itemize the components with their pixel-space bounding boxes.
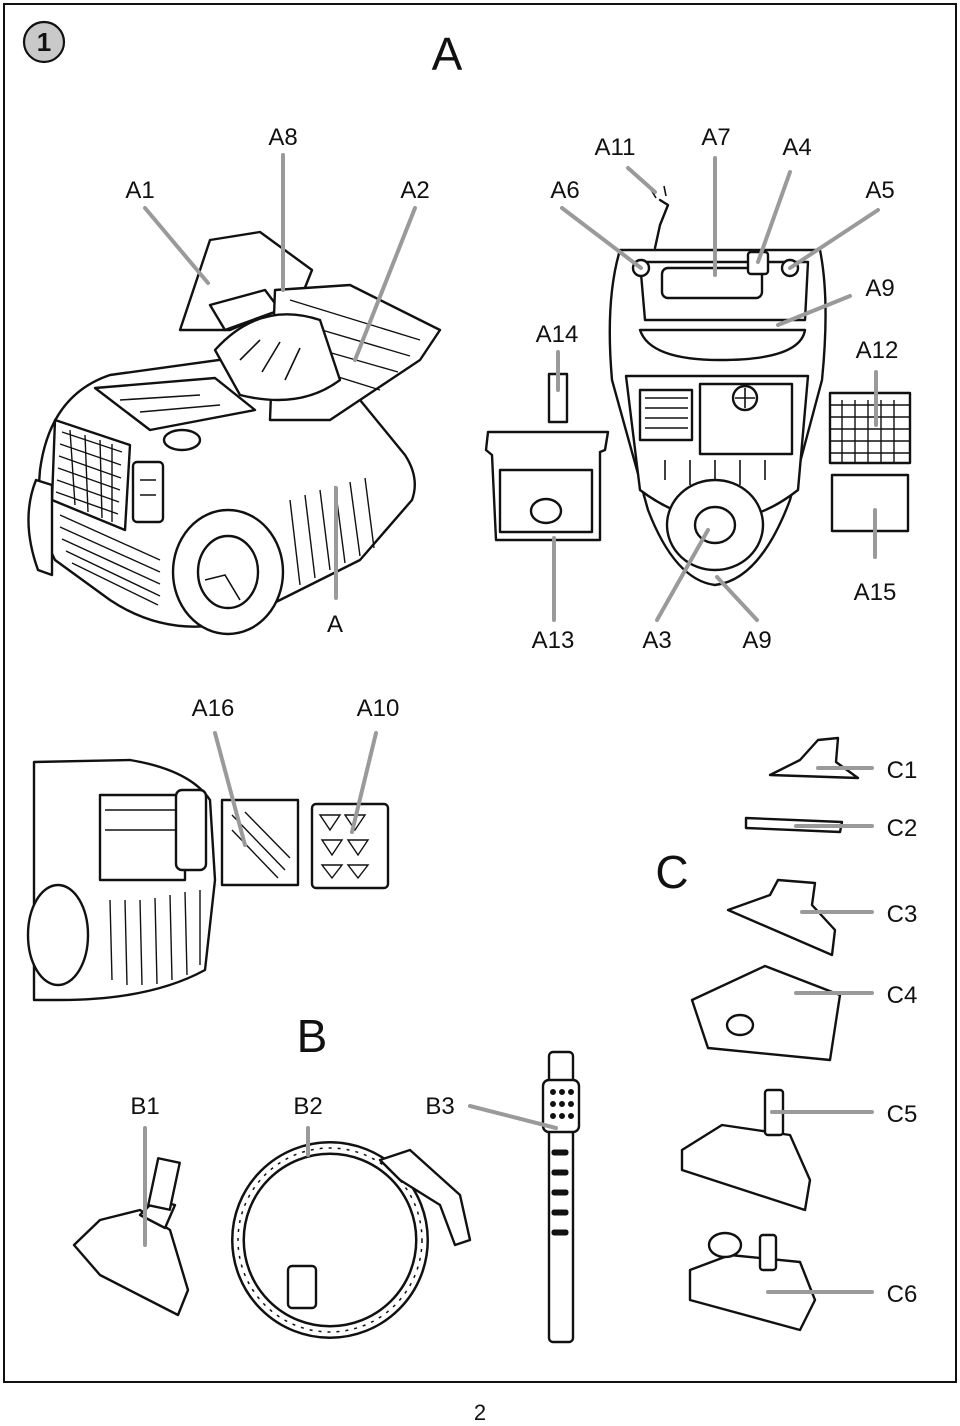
label-c1: C1 [887, 757, 918, 784]
label-c4: C4 [887, 982, 918, 1009]
label-a15: A15 [854, 579, 897, 606]
label-b1: B1 [130, 1093, 159, 1120]
vacuum-bottom-view-illustration [608, 185, 827, 587]
figure-badge-number: 1 [37, 27, 51, 57]
label-a7: A7 [701, 124, 730, 151]
label-c5: C5 [887, 1101, 918, 1128]
label-a13: A13 [532, 627, 575, 654]
figure-badge: 1 [22, 20, 66, 64]
filter-illustrations [828, 391, 912, 533]
label-a: A [327, 611, 343, 638]
tube-b3-illustration [541, 1050, 581, 1344]
label-a2: A2 [400, 177, 429, 204]
label-a3: A3 [642, 627, 671, 654]
label-a9-top: A9 [865, 275, 894, 302]
label-a5: A5 [865, 177, 894, 204]
label-a9-bottom: A9 [742, 627, 771, 654]
label-a12: A12 [856, 337, 899, 364]
section-a-heading: A [432, 28, 463, 80]
label-b3: B3 [425, 1093, 454, 1120]
section-c-heading: C [655, 846, 688, 898]
hose-b2-illustration [231, 1141, 472, 1339]
accessory-b1-illustration [72, 1157, 190, 1317]
label-c2: C2 [887, 815, 918, 842]
vacuum-body-open-illustration [27, 230, 442, 636]
label-a4: A4 [782, 134, 811, 161]
accessory-c-illustrations [680, 736, 860, 1332]
label-a10: A10 [357, 695, 400, 722]
dust-bag-illustration [484, 372, 610, 542]
label-a6: A6 [550, 177, 579, 204]
vacuum-rear-filters-illustration [26, 758, 390, 1002]
label-a1: A1 [125, 177, 154, 204]
part-labels: A1 A8 A2 A A6 A11 A7 A4 A5 A9 A12 A14 A1… [125, 124, 917, 1308]
label-a11: A11 [595, 134, 636, 161]
label-a8: A8 [268, 124, 297, 151]
page-number: 2 [473, 1400, 487, 1425]
leader-lines [143, 153, 880, 1294]
section-b-heading: B [297, 1010, 328, 1062]
label-c6: C6 [887, 1281, 918, 1308]
label-c3: C3 [887, 901, 918, 928]
label-a16: A16 [192, 695, 235, 722]
label-b2: B2 [293, 1093, 322, 1120]
label-a14: A14 [536, 321, 579, 348]
